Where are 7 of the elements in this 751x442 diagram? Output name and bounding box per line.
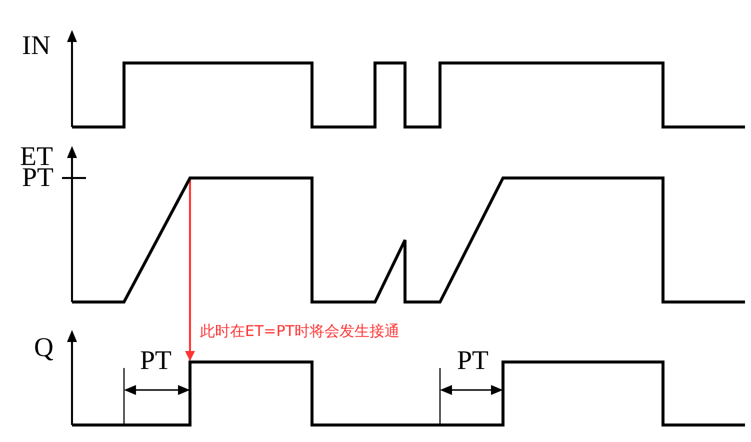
axis-tick-label: PT <box>22 164 54 191</box>
dimension-label: PT <box>140 347 172 374</box>
edge-label: 此时在ET=PT时将会发生接通 <box>198 322 402 340</box>
signal-name: IN <box>22 32 50 59</box>
signal-name: Q <box>34 334 54 361</box>
arrow <box>185 179 195 361</box>
dimension-label: PT <box>457 347 489 374</box>
